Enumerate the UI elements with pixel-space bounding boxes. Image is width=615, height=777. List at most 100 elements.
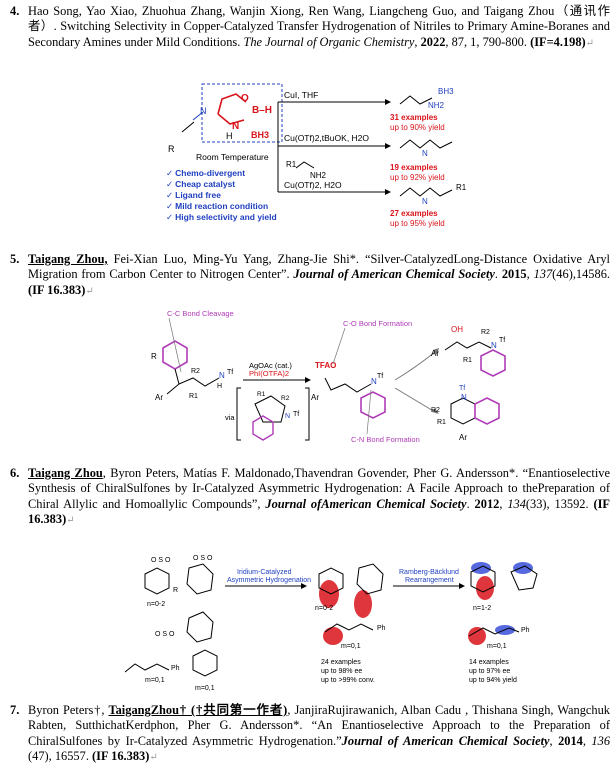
productA-chain <box>444 341 492 351</box>
final-m: m=0,1 <box>487 643 507 650</box>
start-R2: R2 <box>191 368 200 375</box>
volume-pages: , 87, 1, 790-800. <box>445 34 531 49</box>
product-1-structure <box>399 95 433 105</box>
label-co-formation: C-O Bond Formation <box>343 319 412 328</box>
impact-factor: (IF 16.383) <box>28 496 610 527</box>
step-2-line-1: Ramberg-Bäcklund <box>399 569 459 576</box>
entry-number: 7. <box>10 703 20 717</box>
start-R: R <box>151 352 157 361</box>
conv-1: up to >99% conv. <box>321 677 375 684</box>
product-n: n=0-2 <box>315 605 333 612</box>
reference-entry-4: 4. Hao Song, Yao Xiao, Zhuohua Zhang, Wa… <box>10 4 610 49</box>
product-1-BH3: BH3 <box>438 87 454 96</box>
substrate-ring-4 <box>192 649 218 677</box>
product-ring-1 <box>318 567 344 595</box>
substrate-so2-2: O S O <box>193 555 213 562</box>
amine-reagent <box>295 161 315 169</box>
ee-2: up to 97% ee <box>469 668 510 675</box>
product-2-examples: 19 examples <box>390 163 438 172</box>
return-mark: ↵ <box>149 752 158 764</box>
scheme-copper-catalyzed-hydrogenation: O B–H N H BH3 R N CuI, THF Cu(OTf)2,tBuO… <box>166 83 467 228</box>
pointer-cc <box>168 317 182 373</box>
nitrile-bond <box>181 121 195 133</box>
return-mark: ↵ <box>85 285 94 297</box>
reference-entry-7: 7. Byron Peters†, TaigangZhou† (†共同第一作者)… <box>10 703 611 764</box>
reagent-2: PhI(OTFA)2 <box>249 369 289 378</box>
productA-Tf: Tf <box>499 337 505 344</box>
label-cc-cleavage: C-C Bond Cleavage <box>167 309 234 318</box>
productB-Ar: Ar <box>459 433 467 442</box>
final-Ph: Ph <box>521 627 530 634</box>
year: 2015 <box>501 267 527 282</box>
issue-pages: (47), 16557. <box>28 749 93 764</box>
reagent-BH3: BH3 <box>251 130 269 140</box>
reagent-H: H <box>226 131 233 141</box>
volume: 136 <box>591 733 611 748</box>
bullet-1: ✓Chemo-divergent <box>166 168 245 178</box>
volume: 137 <box>533 267 553 282</box>
product-chain <box>324 377 372 393</box>
label-cn-formation: C-N Bond Formation <box>351 435 420 444</box>
year: 2012 <box>474 496 500 511</box>
start-H: H <box>217 383 222 390</box>
arrow-down-head <box>432 408 439 414</box>
intermediate-Tf: Tf <box>293 411 299 418</box>
bullet-5: ✓High selectivity and yield <box>166 212 277 222</box>
room-temperature: Room Temperature <box>196 152 269 162</box>
nitrile-triple-bond <box>192 111 204 121</box>
intermediate-R1: R1 <box>257 391 266 398</box>
condition-1: CuI, THF <box>284 90 318 100</box>
issue-pages: (33), 13592. <box>525 496 594 511</box>
reference-entry-5: 5. Taigang Zhou, Fei-Xian Luo, Ming-Yu Y… <box>10 252 610 297</box>
reagent-O: O <box>241 93 249 104</box>
start-R1: R1 <box>189 393 198 400</box>
alkene-blue-1 <box>471 562 491 574</box>
entry-number: 6. <box>10 466 20 480</box>
chain-start <box>166 368 180 395</box>
chiral-center-5 <box>468 627 486 645</box>
impact-factor: (IF 16.383) <box>92 749 150 764</box>
step-1-line-2: Asymmetric Hydrogenation <box>227 577 311 584</box>
reference-entry-6: 6. Taigang Zhou, Byron Peters, Matías F.… <box>10 466 610 527</box>
arrow-up-head <box>433 348 439 355</box>
bracket-left <box>236 387 241 441</box>
product-3-structure <box>399 187 453 197</box>
condition-3: Cu(OTf)2, H2O <box>284 180 342 190</box>
product-3-yield: up to 95% yield <box>390 219 445 228</box>
product-2-N: N <box>422 149 428 158</box>
paper-title: . Switching Selectivity in Copper-Cataly… <box>28 19 610 49</box>
product-ring-2 <box>356 563 384 595</box>
product-chain <box>324 623 374 633</box>
ee-1: up to 98% ee <box>321 668 362 675</box>
substrate-m: m=0,1 <box>145 677 165 684</box>
author-highlight: Taigang Zhou <box>28 466 103 480</box>
year: 2014 <box>558 733 583 748</box>
product-1-examples: 31 examples <box>390 113 438 122</box>
reagent-BH: B–H <box>252 105 272 116</box>
volume: 134 <box>507 496 526 511</box>
intermediate-ring <box>254 395 286 423</box>
product-Ph: Ph <box>377 625 386 632</box>
productA-R1: R1 <box>463 357 472 364</box>
yield-2: up to 94% yield <box>469 677 517 684</box>
reagent-N: N <box>232 121 239 132</box>
productB-R1: R1 <box>437 419 446 426</box>
arrow-1-head <box>385 99 391 105</box>
productA-Ar: Ar <box>431 349 439 358</box>
product-Ar: Ar <box>311 393 319 402</box>
chiral-center-3 <box>323 627 343 645</box>
arrow-main-head <box>305 377 311 383</box>
final-ring-1 <box>470 565 496 593</box>
start-Ar: Ar <box>155 393 163 402</box>
issue-pages: (46),14586. <box>552 267 610 282</box>
product-aryl-ring <box>360 391 386 419</box>
authors-before: Byron Peters†, <box>28 703 109 717</box>
substrate-n-1: n=0-2 <box>147 601 165 608</box>
via-label: via <box>225 413 235 422</box>
impact-factor: (IF 16.383) <box>28 282 86 297</box>
product-3-N: N <box>422 197 428 206</box>
productB-Tf: Tf <box>459 385 465 392</box>
product-TFAO: TFAO <box>315 361 336 370</box>
chain-start-2 <box>178 377 220 387</box>
author-highlight: TaigangZhou† (†共同第一作者) <box>108 703 288 717</box>
